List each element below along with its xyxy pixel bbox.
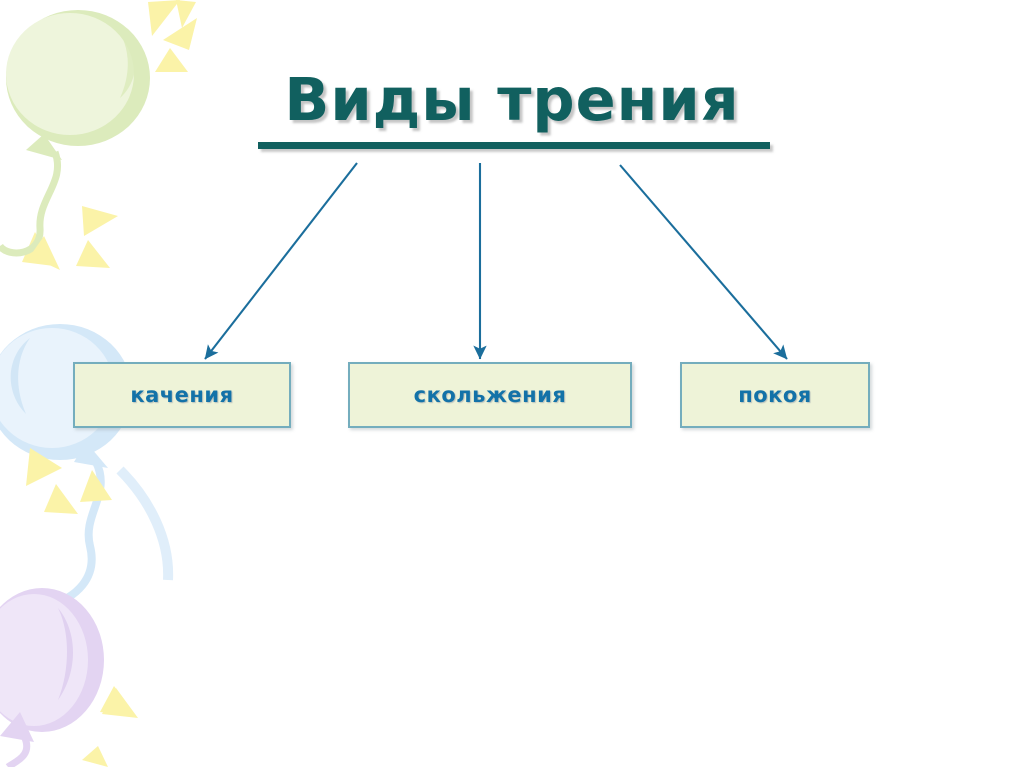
arrow-to-pokoya (619, 164, 788, 360)
diagram-node-label: качения (130, 383, 234, 407)
slide-title: Виды трения (0, 68, 1024, 138)
title-underline-rule (258, 142, 770, 149)
diagram-node-kacheniya[interactable]: качения (73, 362, 291, 428)
diagram-node-skolzheniya[interactable]: скольжения (348, 362, 632, 428)
arrow-to-kacheniya (204, 162, 358, 360)
page-title: Виды трения (284, 65, 740, 134)
diagram-node-label: скольжения (413, 383, 567, 407)
diagram-node-pokoya[interactable]: покоя (680, 362, 870, 428)
diagram-node-label: покоя (738, 383, 812, 407)
